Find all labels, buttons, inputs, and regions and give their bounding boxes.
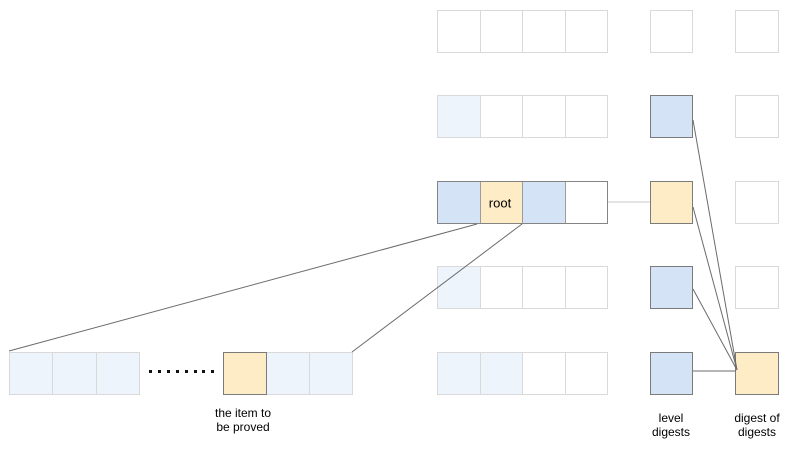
hash-array-5-cell-1 <box>438 353 480 394</box>
ellipsis-dot <box>149 370 152 373</box>
base-array-left-cell-1 <box>10 353 53 394</box>
level-digest-2 <box>650 95 693 138</box>
hash-array-1-cell-1 <box>438 11 480 52</box>
root-to-base-left <box>8 223 478 352</box>
hash-array-1-cell-4 <box>564 11 607 52</box>
digest-of-digests-1 <box>735 10 779 53</box>
item-neighbor-1 <box>266 352 310 395</box>
digest-of-digests-2 <box>735 95 779 138</box>
hash-array-5-cell-4 <box>564 353 607 394</box>
level4-to-digest <box>692 288 738 371</box>
ellipsis-dot <box>202 370 206 373</box>
level-label-line2: digests <box>651 425 691 439</box>
hash-array-4 <box>437 266 608 309</box>
root-array-cell-3 <box>522 182 565 223</box>
level-label-line1: level <box>658 411 684 425</box>
hash-array-2-cell-1 <box>438 96 480 137</box>
hash-array-4-cell-1 <box>438 267 480 308</box>
level-digest-3 <box>650 181 693 224</box>
item-to-be-proved-label: the item to be proved <box>215 406 271 434</box>
digest-of-digests-5 <box>735 352 779 395</box>
level2-to-digest <box>692 119 738 371</box>
item-label-line1: the item to <box>214 406 272 420</box>
hash-array-1-cell-3 <box>522 11 565 52</box>
level3-to-digest <box>692 206 738 371</box>
ellipsis-dot <box>166 370 170 373</box>
item-cell <box>223 352 267 395</box>
hash-array-4-cell-4 <box>564 267 607 308</box>
root-array-cell-4 <box>564 182 607 223</box>
hash-array-4-cell-2 <box>479 267 522 308</box>
ellipsis-dot <box>211 370 215 373</box>
hash-array-2-cell-2 <box>479 96 522 137</box>
base-array-left-cell-2 <box>52 353 96 394</box>
hash-array-2 <box>437 95 608 138</box>
item-label-line2: be proved <box>216 420 270 434</box>
digest-label-line2: digests <box>737 425 777 439</box>
root-cell-label: root <box>488 195 512 211</box>
hash-array-2-cell-3 <box>522 96 565 137</box>
digest-of-digests-4 <box>735 266 779 309</box>
hash-array-1 <box>437 10 608 53</box>
hash-array-2-cell-4 <box>564 96 607 137</box>
digest-of-digests-label: digest of digests <box>734 411 779 439</box>
ellipsis-dot <box>157 370 161 373</box>
level-digest-5 <box>650 352 693 395</box>
hash-array-5-cell-2 <box>479 353 522 394</box>
level-digest-1 <box>650 10 693 53</box>
digest-label-line1: digest of <box>734 411 780 425</box>
base-array-left-cell-3 <box>95 353 139 394</box>
digest-of-digests-3 <box>735 181 779 224</box>
level-digests-label: level digests <box>652 411 690 439</box>
hash-array-4-cell-3 <box>522 267 565 308</box>
root-array-cell-1 <box>438 182 480 223</box>
ellipsis-dot <box>193 370 197 373</box>
hash-array-1-cell-2 <box>479 11 522 52</box>
ellipsis-dot <box>175 370 179 373</box>
root-array-cell-2 <box>479 182 522 223</box>
ellipsis-dot <box>184 370 188 373</box>
root-array <box>437 181 608 224</box>
hash-array-5 <box>437 352 608 395</box>
base-array-left <box>9 352 140 395</box>
hash-array-5-cell-3 <box>522 353 565 394</box>
item-neighbor-2 <box>309 352 353 395</box>
level-digest-4 <box>650 266 693 309</box>
